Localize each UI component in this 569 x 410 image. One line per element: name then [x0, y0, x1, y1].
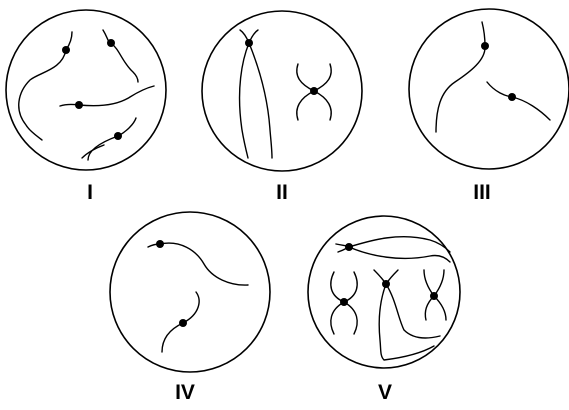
cell-v-centromere-3: [382, 280, 390, 288]
cell-iii-centromere-2: [508, 93, 516, 101]
cell-v-centromere-1: [345, 243, 353, 251]
cell-iv-membrane: [110, 212, 270, 372]
cell-i-label: I: [87, 182, 93, 203]
cell-iii-centromere-1: [481, 42, 489, 50]
cell-iii: [409, 9, 569, 169]
cell-ii-centromere-2: [310, 87, 318, 95]
cell-iv: [110, 212, 270, 372]
cell-i: [6, 10, 166, 170]
cell-v-centromere-2: [340, 298, 348, 306]
cell-i-centromere-4: [114, 132, 122, 140]
cell-iii-label: III: [473, 182, 491, 203]
cell-iv-centromere-1: [156, 240, 164, 248]
cell-v: [308, 216, 460, 368]
cell-v-centromere-4: [430, 292, 438, 300]
cell-v-label: V: [378, 382, 392, 403]
cell-ii-label: II: [276, 182, 288, 203]
cell-ii-centromere-1: [245, 39, 253, 47]
cell-ii: [202, 11, 362, 171]
cell-iii-membrane: [409, 9, 569, 169]
cell-i-centromere-3: [75, 101, 83, 109]
cell-i-centromere-2: [107, 39, 115, 47]
cell-ii-membrane: [202, 11, 362, 171]
cell-iv-label: IV: [175, 382, 195, 403]
cell-iv-centromere-2: [179, 319, 187, 327]
cell-i-centromere-1: [62, 46, 70, 54]
